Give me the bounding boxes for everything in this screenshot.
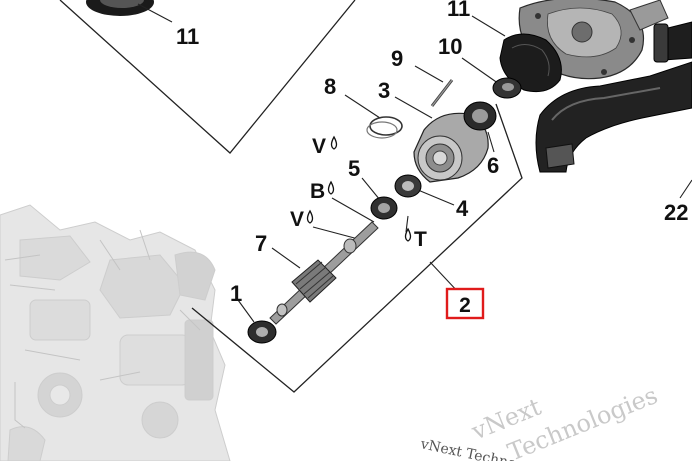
callout-6: 6: [487, 153, 499, 178]
assembly-label-text: 2: [459, 294, 471, 317]
watermark: vNext Technologies vNext Techno: [418, 381, 661, 461]
lubricant-drop-icons: [306, 135, 412, 242]
watermark-line-3: vNext Techno: [418, 436, 517, 461]
part-3-housing: [413, 112, 489, 183]
callout-11-right: 11: [447, 0, 470, 21]
lubricant-symbol-v-upper: V: [312, 135, 326, 158]
callout-9: 9: [391, 46, 403, 71]
part-4-bearing: [394, 174, 422, 198]
lubricant-symbols: V B V T: [290, 135, 427, 251]
callout-4: 4: [456, 196, 469, 221]
callout-numbers: 11 11 10 9 8 3 6 5 4 7 1 22: [176, 0, 688, 306]
lubricant-symbol-v-lower: V: [290, 208, 304, 231]
droplet-icon: [306, 209, 314, 224]
lubricant-symbol-b: B: [310, 180, 325, 203]
part-6-seal: [463, 101, 497, 131]
callout-3: 3: [378, 78, 390, 103]
engine-detail-lines: [4, 229, 201, 429]
gasket-11-upper-left: [86, 0, 154, 16]
locking-symbol-t: T: [414, 228, 427, 251]
callout-5: 5: [348, 156, 360, 181]
engine-block-illustration: [0, 204, 231, 461]
callout-1: 1: [230, 281, 242, 306]
droplet-icon: [330, 135, 338, 150]
callout-7: 7: [255, 231, 267, 256]
part-8-circlip: [366, 116, 403, 139]
droplet-icon: [327, 180, 335, 195]
part-7-shaft: [269, 221, 379, 325]
callout-22: 22: [664, 200, 688, 225]
callout-11-left: 11: [176, 24, 199, 49]
leader-lines: [137, 3, 692, 323]
coolant-hose: [535, 21, 692, 173]
part-5-seal: [370, 196, 398, 220]
part-9-pin: [430, 79, 454, 107]
part-10-seal: [492, 77, 522, 99]
part-1-bearing: [247, 320, 277, 344]
assembly-label-2: 2: [445, 287, 485, 320]
droplet-icon: [404, 227, 412, 242]
assembly-bracket: [59, 0, 523, 393]
callout-10: 10: [438, 34, 462, 59]
callout-8: 8: [324, 74, 336, 99]
